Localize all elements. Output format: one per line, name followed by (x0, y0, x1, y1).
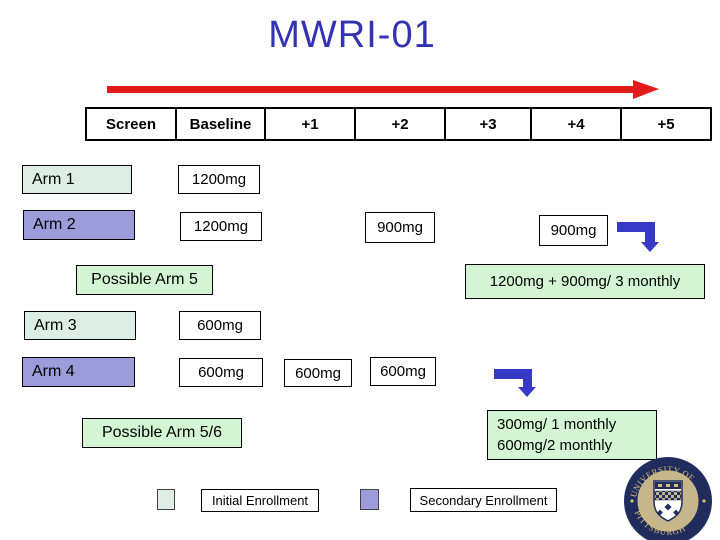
possible-arm56-outcome-line2: 600mg/2 monthly (497, 437, 613, 454)
legend-secondary-swatch (360, 489, 379, 510)
arm3-label: Arm 3 (24, 311, 136, 340)
arm4-dose-baseline: 600mg (179, 358, 263, 387)
possible-arm56-label: Possible Arm 5/6 (82, 418, 242, 448)
arm4-arrow-head (518, 387, 536, 397)
arm2-label: Arm 2 (23, 210, 135, 240)
timeline-column-baseline: Baseline (175, 109, 264, 139)
timeline-column-plus4: +4 (530, 109, 620, 139)
arm2-arrow-vertical (645, 222, 655, 243)
arm3-dose-baseline: 600mg (179, 311, 261, 340)
timeline-arrow-head (633, 80, 659, 99)
arm2-arrow-head (641, 242, 659, 252)
timeline-column-plus3: +3 (444, 109, 530, 139)
slide-title: MWRI-01 (268, 14, 436, 56)
arm2-dose-plus4: 900mg (539, 215, 608, 246)
arm2-dose-plus2: 900mg (365, 212, 435, 243)
possible-arm5-outcome: 1200mg + 900mg/ 3 monthly (465, 264, 705, 299)
timeline-column-plus2: +2 (354, 109, 444, 139)
timeline-header: Screen Baseline +1 +2 +3 +4 +5 (85, 107, 712, 141)
timeline-column-plus1: +1 (264, 109, 354, 139)
legend-initial-label: Initial Enrollment (201, 489, 319, 512)
legend-secondary-label: Secondary Enrollment (410, 488, 557, 512)
arm4-dose-plus2: 600mg (370, 357, 436, 386)
arm2-continuation-arrow-icon (617, 222, 660, 252)
possible-arm56-outcome: 300mg/ 1 monthly 600mg/2 monthly (487, 410, 657, 460)
arm4-arrow-vertical (523, 369, 532, 388)
possible-arm56-outcome-line1: 300mg/ 1 monthly (497, 416, 617, 433)
arm4-arrow-horizontal (494, 369, 532, 379)
arm4-dose-plus1: 600mg (284, 359, 352, 387)
timeline-column-screen: Screen (87, 109, 175, 139)
arm1-label: Arm 1 (22, 165, 132, 194)
timeline-arrow-icon (107, 80, 659, 99)
arm2-dose-baseline: 1200mg (180, 212, 262, 241)
legend-initial-swatch (157, 489, 175, 510)
arm4-label: Arm 4 (22, 357, 135, 387)
arm2-arrow-horizontal (617, 222, 655, 232)
arm4-continuation-arrow-icon (494, 369, 537, 397)
possible-arm5-label: Possible Arm 5 (76, 265, 213, 295)
timeline-column-plus5: +5 (620, 109, 710, 139)
university-seal-icon: UNIVERSITY OF PITTSBURGH (623, 456, 713, 540)
timeline-arrow-shaft (107, 86, 637, 93)
arm1-dose-baseline: 1200mg (178, 165, 260, 194)
